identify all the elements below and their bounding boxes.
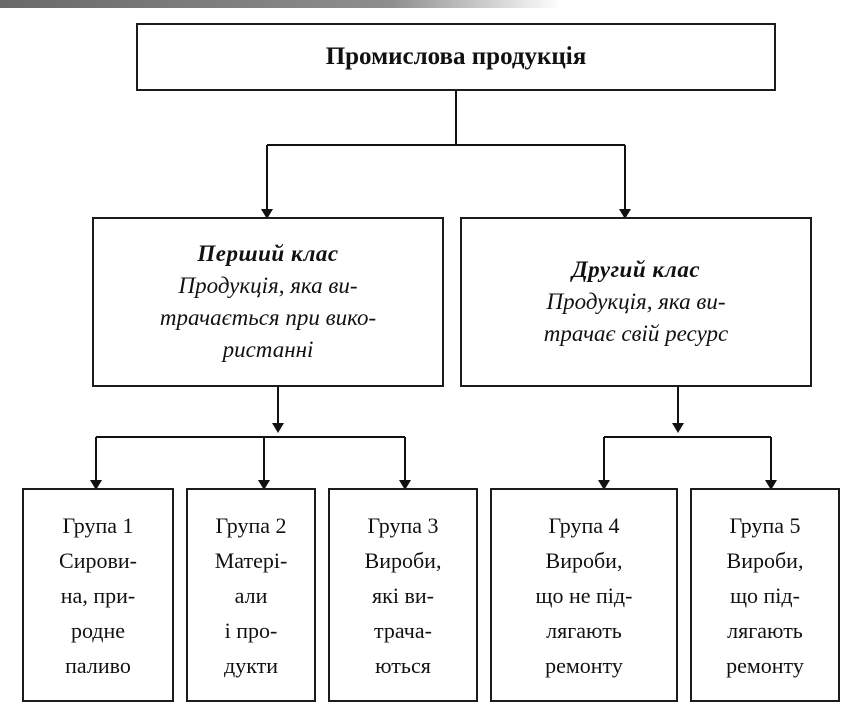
group-5-line: Вироби, xyxy=(726,547,804,573)
group-4-line: що не під- xyxy=(535,582,633,608)
root-box: Промислова продукція xyxy=(136,23,776,91)
group-5-line: лягають xyxy=(727,617,803,643)
first-class-text-line: ристанні xyxy=(222,337,314,362)
second-class-box: Другий клас Продукція, яка ви- трачає св… xyxy=(460,217,812,387)
group-5-line: Група 5 xyxy=(729,512,801,538)
group-2-line: дукти xyxy=(224,652,278,678)
group-3-line: Група 3 xyxy=(367,512,439,538)
group-3-line: Вироби, xyxy=(364,547,442,573)
root-label: Промислова продукція xyxy=(325,43,587,70)
group-2-line: Група 2 xyxy=(215,512,287,538)
second-class-text-line: трачає свій ресурс xyxy=(543,321,729,346)
group-4-box: Група 4 Вироби, що не під- лягають ремон… xyxy=(490,488,678,702)
group-4-line: Група 4 xyxy=(548,512,620,538)
group-4-line: Вироби, xyxy=(545,547,623,573)
group-1-box: Група 1 Сирови- на, при- родне паливо xyxy=(22,488,174,702)
group-1-line: паливо xyxy=(65,652,131,678)
group-2-line: али xyxy=(234,582,268,608)
group-1-line: на, при- xyxy=(60,582,136,608)
group-2-line: і про- xyxy=(224,617,278,643)
second-class-title: Другий клас xyxy=(571,257,701,282)
scan-edge-shadow xyxy=(0,0,560,8)
group-2-line: Матері- xyxy=(214,547,288,573)
group-5-box: Група 5 Вироби, що під- лягають ремонту xyxy=(690,488,840,702)
group-3-line: ються xyxy=(375,652,431,678)
group-3-line: які ви- xyxy=(372,582,434,608)
group-2-box: Група 2 Матері- али і про- дукти xyxy=(186,488,316,702)
first-class-text-line: Продукція, яка ви- xyxy=(178,273,358,298)
group-5-line: що під- xyxy=(730,582,800,608)
second-class-text-line: Продукція, яка ви- xyxy=(546,289,726,314)
group-4-line: ремонту xyxy=(545,652,623,678)
first-class-box: Перший клас Продукція, яка ви- трачаєтьс… xyxy=(92,217,444,387)
first-class-text-line: трачається при вико- xyxy=(159,305,377,330)
group-1-line: Сирови- xyxy=(59,547,137,573)
group-3-line: трача- xyxy=(374,617,432,643)
group-4-line: лягають xyxy=(546,617,622,643)
group-5-line: ремонту xyxy=(726,652,804,678)
group-1-line: родне xyxy=(70,617,126,643)
first-class-title: Перший клас xyxy=(197,241,339,266)
group-3-box: Група 3 Вироби, які ви- трача- ються xyxy=(328,488,478,702)
group-1-line: Група 1 xyxy=(62,512,134,538)
